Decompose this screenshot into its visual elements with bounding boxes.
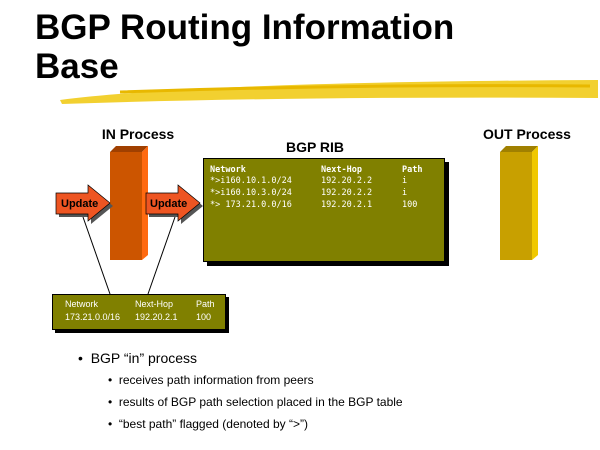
- sub-bullet-text: results of BGP path selection placed in …: [118, 395, 403, 409]
- title-line-2: Base: [35, 47, 119, 86]
- rib-cell: i: [402, 176, 408, 186]
- update-header: Path: [196, 299, 215, 309]
- title-line-1: BGP Routing Information: [35, 8, 455, 47]
- in-process-label: IN Process: [101, 126, 175, 142]
- rib-cell: 192.20.2.1: [321, 200, 373, 210]
- rib-cell: 100: [402, 200, 418, 210]
- update-cell: 173.21.0.0/16: [65, 312, 121, 322]
- bullet-main-text: BGP “in” process: [90, 350, 198, 366]
- rib-cell: 192.20.2.2: [321, 176, 373, 186]
- out-process-label: OUT Process: [483, 126, 571, 142]
- update-label-1: Update: [61, 198, 99, 210]
- update-arrow-1: [55, 184, 113, 224]
- sub-bullet: • results of BGP path selection placed i…: [108, 395, 403, 409]
- rib-cell: *>i160.10.1.0/24: [210, 176, 292, 186]
- rib-header: Network: [210, 165, 246, 175]
- rib-cell: *> 173.21.0.0/16: [210, 200, 292, 210]
- update-header: Network: [65, 299, 99, 309]
- in-process-bar: [110, 146, 148, 260]
- bgp-rib-label: BGP RIB: [285, 139, 345, 155]
- rib-header: Next-Hop: [321, 165, 362, 175]
- update-header: Next-Hop: [135, 299, 174, 309]
- update-label-2: Update: [150, 198, 188, 210]
- update-cell: 100: [196, 312, 212, 322]
- out-process-bar: [500, 146, 538, 260]
- update-cell: 192.20.2.1: [135, 312, 178, 322]
- yellow-brush-stroke: [60, 80, 598, 104]
- bullet-main: • BGP “in” process: [78, 350, 198, 366]
- sub-bullet-text: receives path information from peers: [118, 373, 314, 387]
- sub-bullet: • “best path” flagged (denoted by “>”): [108, 417, 308, 431]
- rib-cell: 192.20.2.2: [321, 188, 373, 198]
- rib-header: Path: [402, 165, 423, 175]
- sub-bullet-text: “best path” flagged (denoted by “>”): [118, 417, 308, 431]
- sub-bullet: • receives path information from peers: [108, 373, 314, 387]
- rib-cell: i: [402, 188, 408, 198]
- rib-cell: *>i160.10.3.0/24: [210, 188, 292, 198]
- update-arrow-2: [145, 184, 203, 224]
- bgp-rib-table: Network Next-Hop Path *>i160.10.1.0/24 192.…: [203, 158, 445, 262]
- update-contents-table: Network Next-Hop Path 173.21.0.0/16 192.…: [52, 294, 226, 330]
